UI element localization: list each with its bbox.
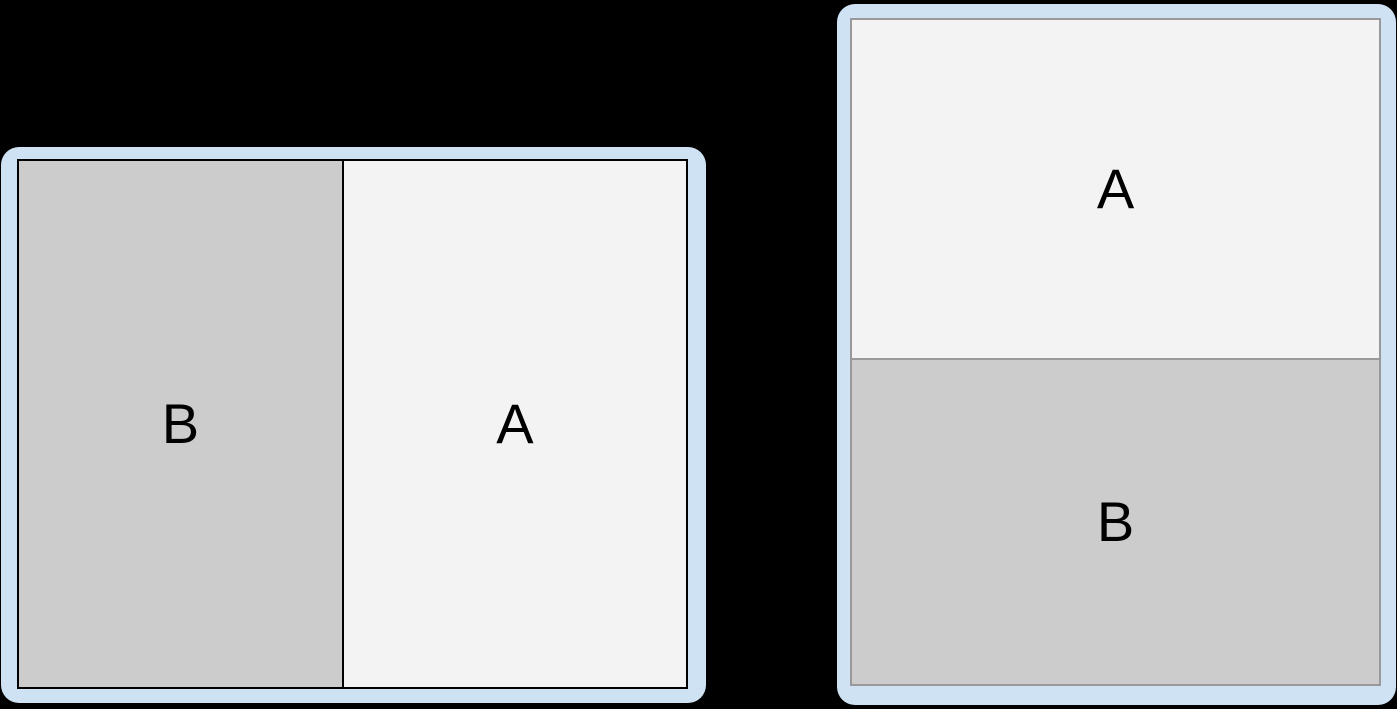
portrait-pane-a: A [852, 20, 1379, 360]
landscape-pane-b: B [19, 161, 344, 687]
portrait-device-frame: A B [837, 4, 1396, 705]
landscape-screen: B A [17, 159, 688, 689]
pane-label: B [161, 392, 200, 455]
portrait-screen: A B [850, 18, 1381, 686]
portrait-pane-b: B [852, 359, 1379, 684]
landscape-pane-a: A [343, 161, 686, 687]
landscape-device-frame: B A [1, 147, 706, 703]
pane-label: A [496, 392, 534, 455]
pane-label: A [1096, 156, 1135, 220]
pane-label: B [1096, 489, 1135, 553]
